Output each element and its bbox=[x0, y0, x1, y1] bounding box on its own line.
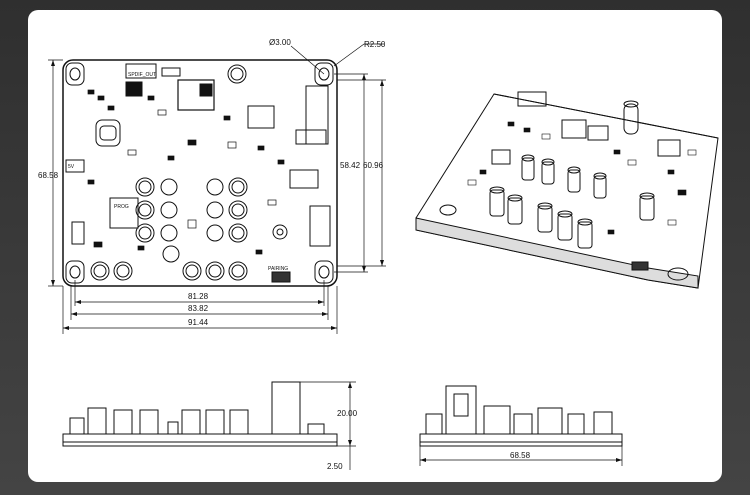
spdif-label: SPDIF_OUT bbox=[128, 72, 156, 78]
spdif-connector bbox=[125, 63, 157, 79]
mechanical-drawing: SPDIF_OUT PROG PAIRING 5V Ø3.00 R2.50 68… bbox=[38, 38, 719, 471]
height-outer-label: 60.96 bbox=[363, 161, 384, 170]
mounting-hole bbox=[65, 260, 85, 284]
side-view-dimension-lines bbox=[300, 381, 356, 470]
side-height-label: 20.00 bbox=[337, 409, 358, 418]
thickness-label: 2.50 bbox=[327, 462, 343, 471]
side-view bbox=[62, 381, 338, 447]
side-view-arrows bbox=[348, 382, 352, 446]
side-tall-connector bbox=[271, 381, 301, 435]
width-inner-label: 81.28 bbox=[188, 292, 209, 301]
ic-chip bbox=[247, 105, 275, 129]
corner-radius-label: R2.50 bbox=[364, 40, 386, 49]
end-view bbox=[419, 385, 623, 447]
prog-label: PROG bbox=[114, 204, 129, 210]
pairing-button bbox=[271, 271, 291, 283]
hole-diameter-label: Ø3.00 bbox=[269, 38, 291, 47]
height-left-label: 68.58 bbox=[38, 171, 59, 180]
smd-components bbox=[87, 89, 285, 255]
isometric-view bbox=[415, 91, 719, 289]
potentiometer bbox=[272, 224, 288, 240]
mounting-hole bbox=[314, 260, 334, 284]
drawing-sheet: SPDIF_OUT PROG PAIRING 5V Ø3.00 R2.50 68… bbox=[28, 10, 722, 482]
top-view-dimension-lines bbox=[48, 43, 386, 334]
top-view-board bbox=[62, 59, 338, 287]
end-tall-connector bbox=[445, 385, 477, 435]
width-mid-label: 83.82 bbox=[188, 304, 209, 313]
voltage-label: 5V bbox=[68, 164, 75, 170]
capacitor-group bbox=[90, 64, 248, 281]
main-chip bbox=[177, 79, 215, 111]
end-view-dimension-lines bbox=[419, 446, 623, 466]
end-view-arrows bbox=[420, 458, 622, 462]
pairing-label: PAIRING bbox=[268, 266, 288, 272]
dimension-arrows bbox=[51, 60, 384, 330]
mounting-hole bbox=[314, 62, 334, 86]
width-outer-label: 91.44 bbox=[188, 318, 209, 327]
prog-button bbox=[109, 197, 139, 229]
end-width-label: 68.58 bbox=[510, 451, 531, 460]
crystal bbox=[95, 119, 121, 147]
iso-capacitors bbox=[489, 154, 655, 249]
height-inner-label: 58.42 bbox=[340, 161, 361, 170]
mounting-hole bbox=[65, 62, 85, 86]
